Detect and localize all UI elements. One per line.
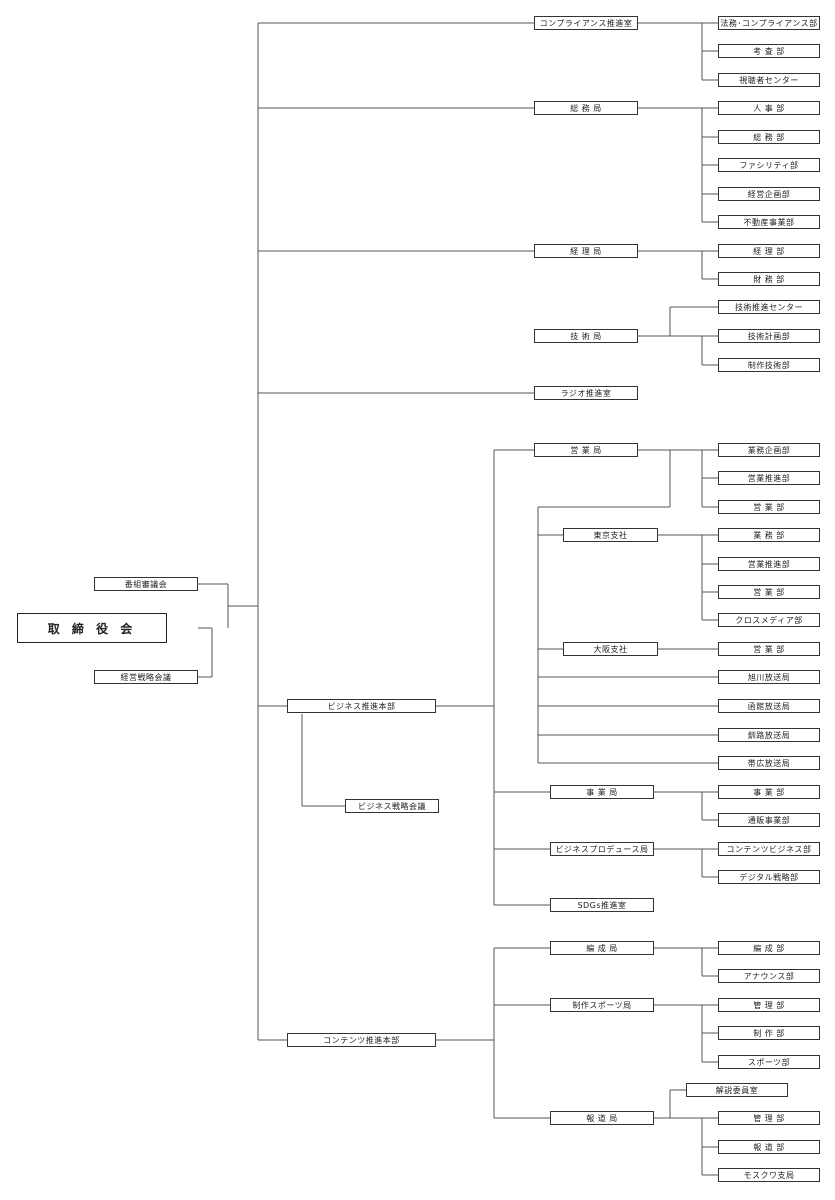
station-kushiro: 釧路放送局 <box>718 728 820 742</box>
programming-bureau: 編 成 局 <box>550 941 654 955</box>
dept-real-estate: 不動産事業部 <box>718 215 820 229</box>
dept-finance: 財 務 部 <box>718 272 820 286</box>
dept-hr: 人 事 部 <box>718 101 820 115</box>
business-strategy-council: ビジネス戦略会議 <box>345 799 439 813</box>
commentators-office: 解説委員室 <box>686 1083 788 1097</box>
dept-legal-compliance: 法務･コンプライアンス部 <box>718 16 820 30</box>
dept-programming: 編 成 部 <box>718 941 820 955</box>
radio-office: ラジオ推進室 <box>534 386 638 400</box>
production-sports-bureau: 制作スポーツ局 <box>550 998 654 1012</box>
dept-digital-strategy: デジタル戦略部 <box>718 870 820 884</box>
osaka-dept-sales: 営 業 部 <box>718 642 820 656</box>
content-hq: コンテンツ推進本部 <box>287 1033 436 1047</box>
tokyo-branch: 東京支社 <box>563 528 658 542</box>
business-hq: ビジネス推進本部 <box>287 699 436 713</box>
program-council: 番組審議会 <box>94 577 198 591</box>
tokyo-dept-sales: 営 業 部 <box>718 585 820 599</box>
news-bureau: 報 道 局 <box>550 1111 654 1125</box>
dept-viewer-center: 視聴者センター <box>718 73 820 87</box>
dept-production-tech: 制作技術部 <box>718 358 820 372</box>
dept-business-planning: 業務企画部 <box>718 443 820 457</box>
general-affairs-bureau: 総 務 局 <box>534 101 638 115</box>
dept-production-management: 管 理 部 <box>718 998 820 1012</box>
station-obihiro: 帯広放送局 <box>718 756 820 770</box>
dept-general-affairs: 総 務 部 <box>718 130 820 144</box>
moscow-bureau: モスクワ支局 <box>718 1168 820 1182</box>
events-bureau: 事 業 局 <box>550 785 654 799</box>
management-strategy-meeting: 経営戦略会議 <box>94 670 198 684</box>
dept-news-management: 管 理 部 <box>718 1111 820 1125</box>
tech-promotion-center: 技術推進センター <box>718 300 820 314</box>
business-produce-bureau: ビジネスプロデュース局 <box>550 842 654 856</box>
dept-announcers: アナウンス部 <box>718 969 820 983</box>
tokyo-dept-operations: 業 務 部 <box>718 528 820 542</box>
accounting-bureau: 経 理 局 <box>534 244 638 258</box>
board-of-directors: 取 締 役 会 <box>17 613 167 643</box>
dept-corporate-planning: 経営企画部 <box>718 187 820 201</box>
station-asahikawa: 旭川放送局 <box>718 670 820 684</box>
dept-facility: ファシリティ部 <box>718 158 820 172</box>
dept-sports: スポーツ部 <box>718 1055 820 1069</box>
dept-content-business: コンテンツビジネス部 <box>718 842 820 856</box>
dept-production: 制 作 部 <box>718 1026 820 1040</box>
sdgs-office: SDGs推進室 <box>550 898 654 912</box>
technology-bureau: 技 術 局 <box>534 329 638 343</box>
dept-mail-order: 通販事業部 <box>718 813 820 827</box>
station-hakodate: 函館放送局 <box>718 699 820 713</box>
dept-sales-promotion: 営業推進部 <box>718 471 820 485</box>
compliance-office: コンプライアンス推進室 <box>534 16 638 30</box>
dept-accounting: 経 理 部 <box>718 244 820 258</box>
tokyo-dept-sales-promotion: 営業推進部 <box>718 557 820 571</box>
tokyo-dept-cross-media: クロスメディア部 <box>718 613 820 627</box>
dept-review: 考 査 部 <box>718 44 820 58</box>
osaka-branch: 大阪支社 <box>563 642 658 656</box>
sales-bureau: 営 業 局 <box>534 443 638 457</box>
dept-news: 報 道 部 <box>718 1140 820 1154</box>
dept-sales: 営 業 部 <box>718 500 820 514</box>
dept-events: 事 業 部 <box>718 785 820 799</box>
dept-tech-planning: 技術計画部 <box>718 329 820 343</box>
